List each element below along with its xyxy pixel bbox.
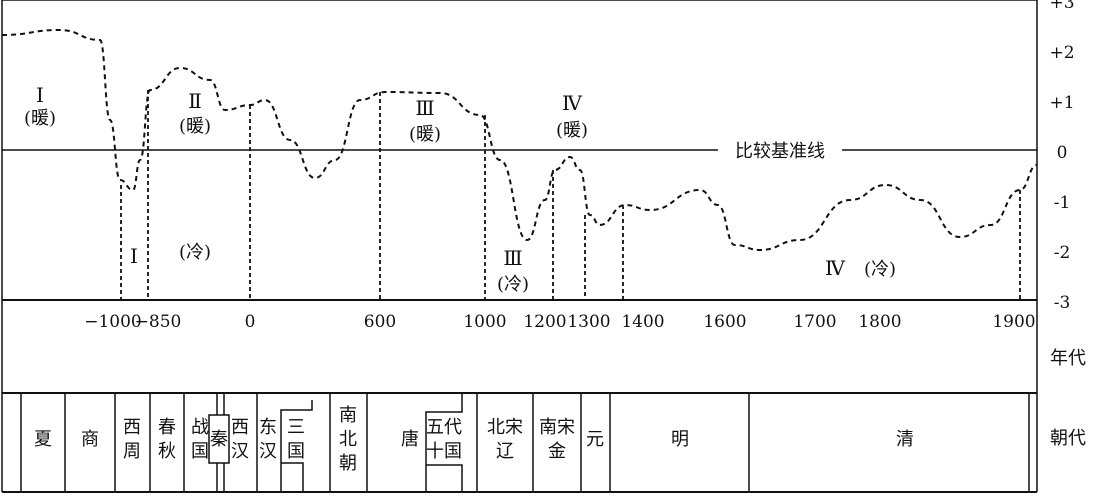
dynasty-label: 金 [548, 441, 566, 462]
dynasty-label: 明 [671, 429, 689, 450]
x-tick-label: −1000 [84, 312, 142, 332]
x-tick-label: 1800 [858, 312, 901, 332]
dynasty-label: 国 [191, 441, 209, 462]
period-roman: Ⅲ [415, 96, 434, 120]
dynasty-label: 南 [339, 405, 357, 426]
x-tick-label: 1200 [523, 312, 566, 332]
dynasty-label: 东 [259, 417, 277, 438]
period-roman: Ⅳ [562, 91, 583, 115]
dynasty-label: 元 [586, 429, 604, 450]
period-roman: Ⅱ [188, 89, 202, 113]
dynasty-label: 周 [123, 441, 141, 462]
period-label: (暖) [409, 124, 441, 145]
three-kingdoms-box [280, 400, 313, 492]
y-tick-label: -1 [1054, 193, 1071, 213]
dynasty-label: 西 [231, 417, 249, 438]
dynasty-label: 北宋 [487, 417, 523, 438]
dynasty-label: 朝 [339, 453, 357, 474]
period-label: (冷) [497, 274, 529, 295]
dynasty-label: 辽 [496, 441, 514, 462]
x-tick-label: 0 [245, 312, 256, 332]
x-tick-label: −850 [135, 312, 182, 332]
period-roman: Ⅰ [36, 83, 44, 107]
x-tick-label: 1000 [463, 312, 506, 332]
x-tick-label: 600 [364, 312, 396, 332]
dynasty-label: 清 [896, 429, 914, 450]
x-axis-title: 年代 [1050, 348, 1086, 369]
dynasty-label: 十国 [426, 441, 462, 462]
dynasty-label: 秋 [158, 441, 176, 462]
dynasty-label: 商 [81, 429, 99, 450]
y-tick-label: +3 [1049, 0, 1074, 13]
dynasty-label: 西 [123, 417, 141, 438]
x-tick-label: 1700 [793, 312, 836, 332]
period-label: (暖) [556, 120, 588, 141]
period-label: (冷) [179, 242, 211, 263]
baseline-label: 比较基准线 [735, 141, 825, 162]
y-tick-label: -2 [1054, 243, 1071, 263]
x-tick-label: 1400 [621, 312, 664, 332]
three-kingdoms-bg [282, 411, 311, 462]
temperature-curve [1, 28, 1038, 252]
dynasty-label: 唐 [401, 429, 419, 450]
qin-box [208, 414, 230, 464]
five-dynasties-box [425, 393, 463, 492]
dynasty-label: 战 [191, 417, 209, 438]
period-label: (暖) [24, 108, 56, 129]
period-roman: Ⅲ [503, 246, 522, 270]
y-tick-label: +1 [1049, 93, 1074, 113]
x-tick-label: 1900 [992, 312, 1035, 332]
dynasty-label: 汉 [231, 441, 249, 462]
dynasty-label: 南宋 [539, 417, 575, 438]
dynasty-label: 夏 [34, 429, 52, 450]
dynasty-label: 北 [339, 429, 357, 450]
y-tick-label: 0 [1057, 143, 1068, 163]
x-tick-label: 1600 [703, 312, 746, 332]
dynasty-label: 春 [158, 417, 176, 438]
y-tick-label: -3 [1054, 293, 1071, 313]
period-roman: Ⅰ [130, 244, 138, 268]
dynasty-label: 五代 [426, 417, 462, 438]
period-roman: Ⅳ [825, 256, 846, 280]
dynasty-label: 汉 [259, 441, 277, 462]
y-tick-label: +2 [1049, 43, 1074, 63]
period-label: (冷) [864, 259, 896, 280]
x-tick-label: 1300 [567, 312, 610, 332]
dynasty-label: 秦 [210, 429, 228, 450]
dynasty-label: 三 [287, 417, 305, 438]
dynasty-label: 国 [287, 441, 305, 462]
period-label: (暖) [179, 116, 211, 137]
row-title: 朝代 [1050, 428, 1086, 449]
